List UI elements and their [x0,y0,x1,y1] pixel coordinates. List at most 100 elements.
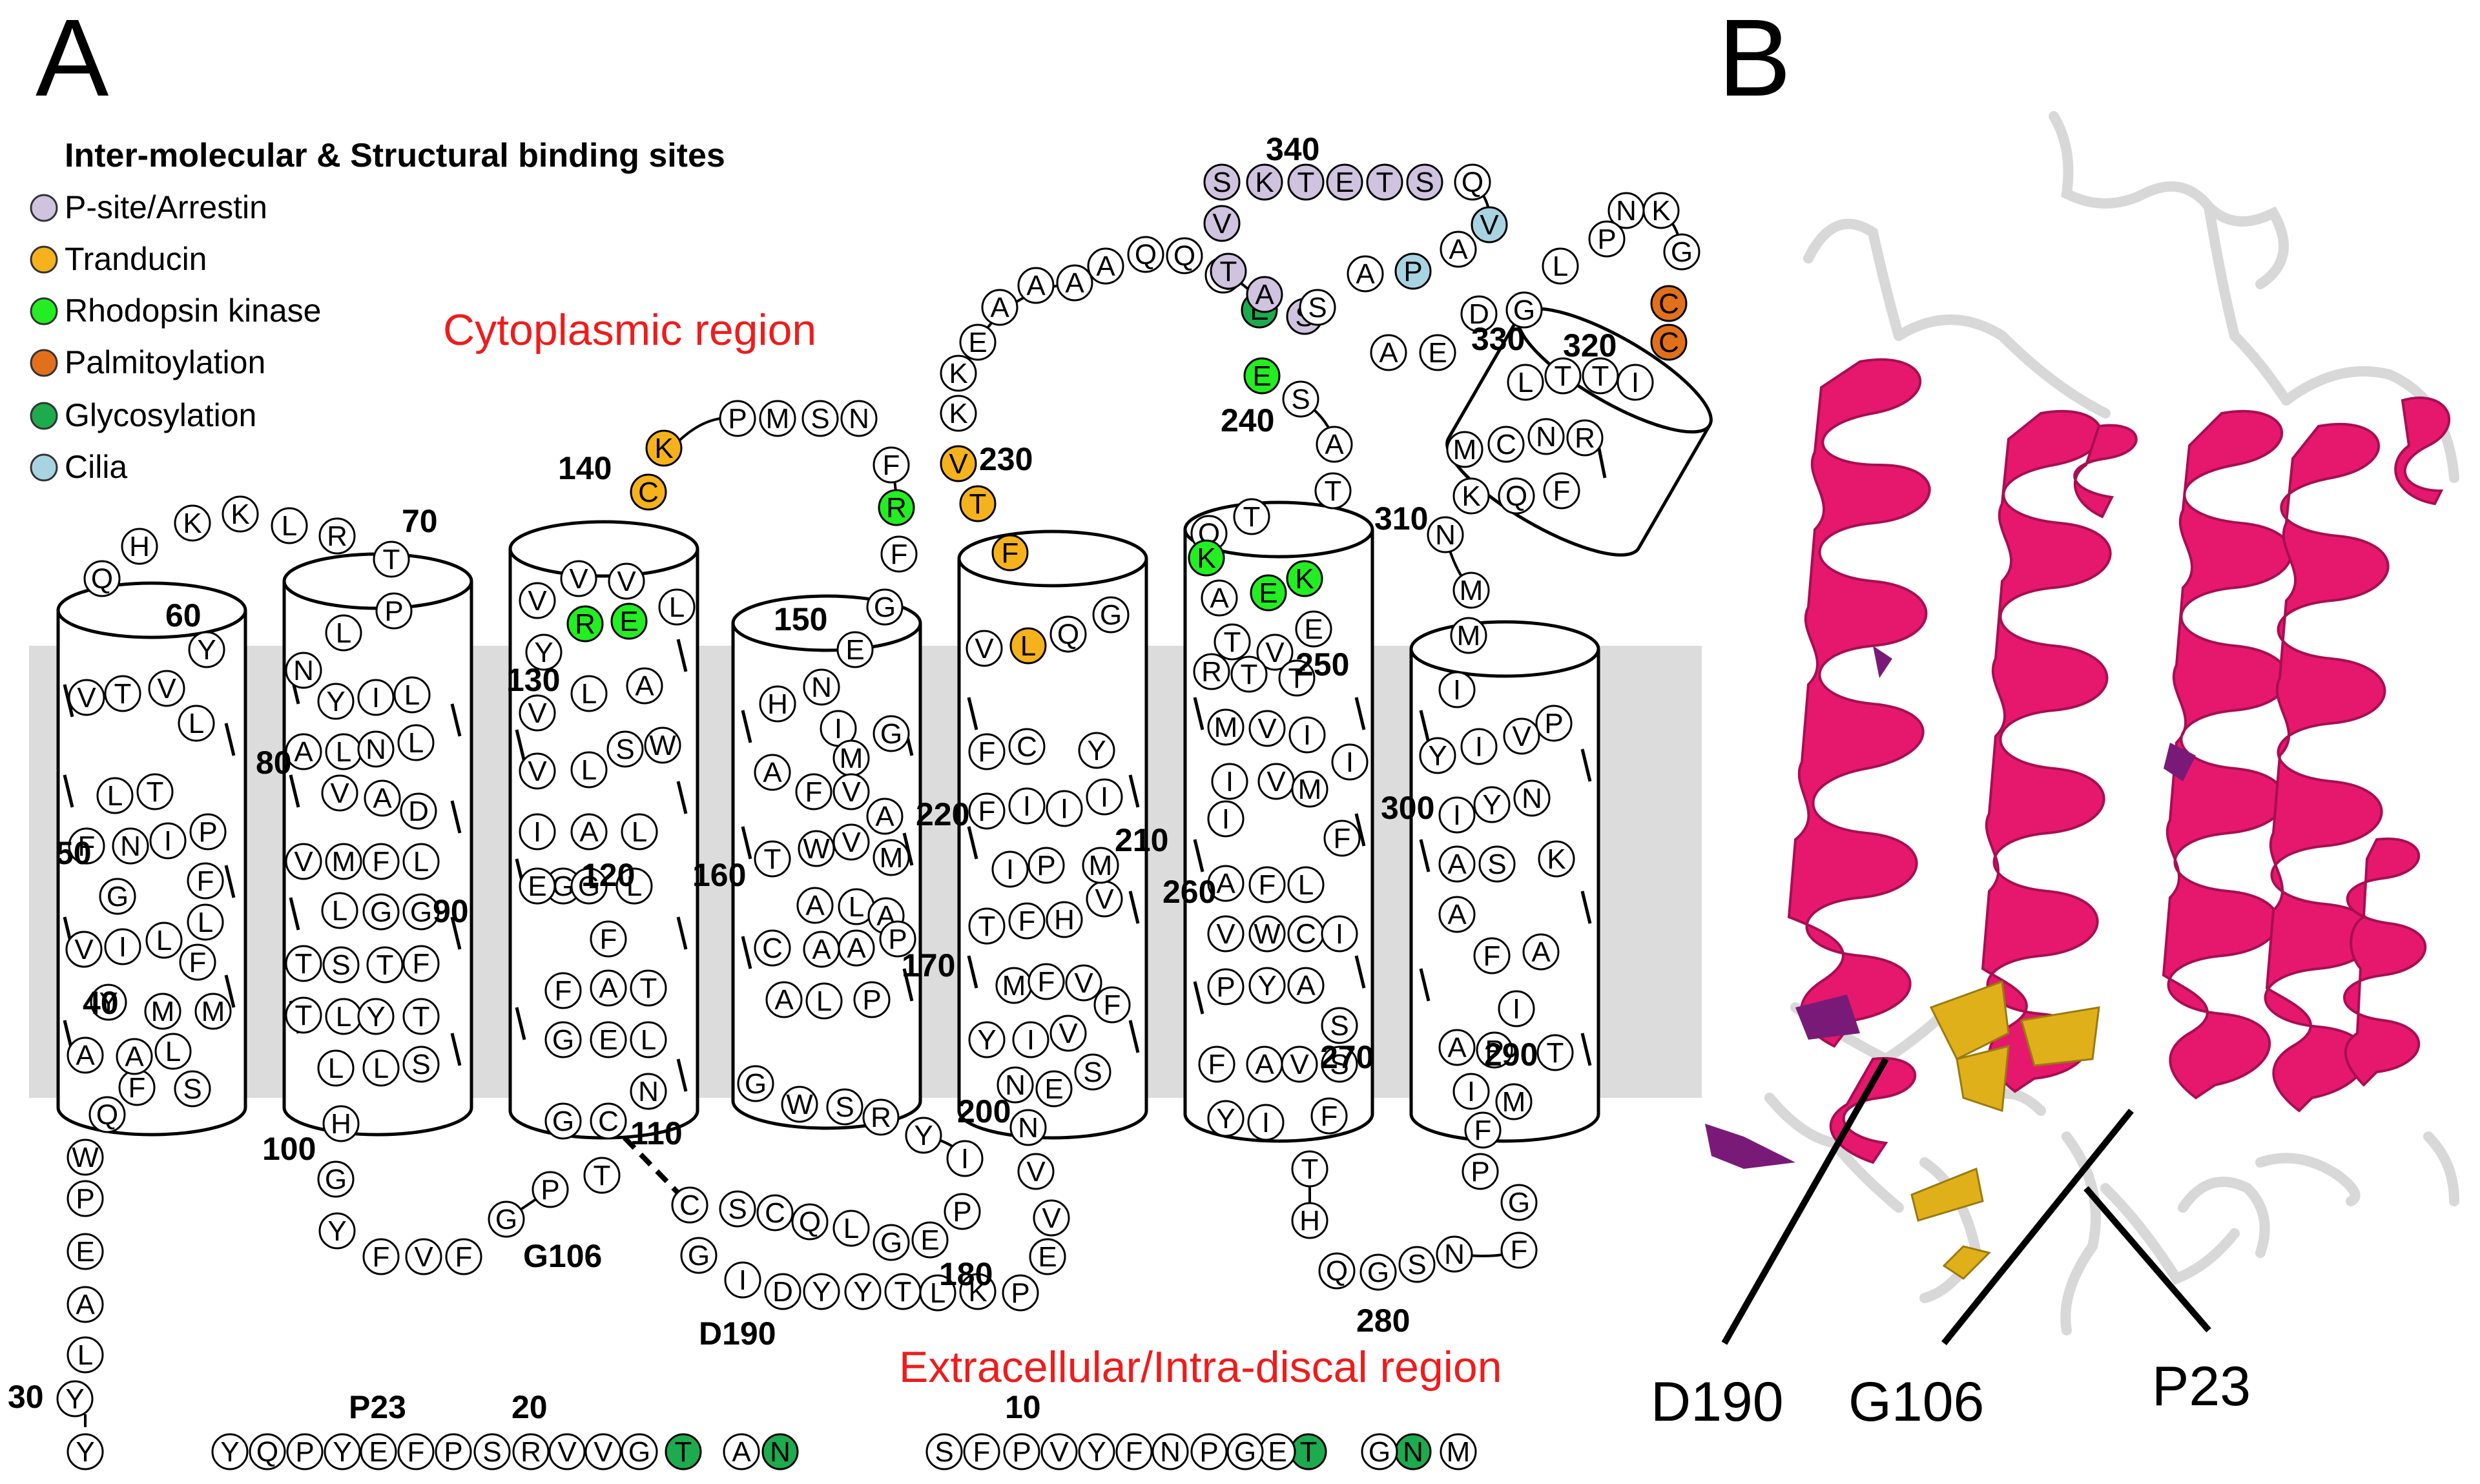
residue-number-labels: 10 20 30 40 50 60 70 80 90 100 110 120 1… [8,131,1617,1425]
residue: S [402,1046,440,1083]
residue-circle [83,560,121,597]
residue-circle [583,1157,621,1194]
residue-circle [981,289,1018,326]
residue-circle [879,920,916,958]
residue-letter: G [1367,1257,1389,1288]
residue-letter: T [1300,1436,1318,1468]
residue: S [606,730,644,768]
residue: G [488,1201,525,1238]
residue: T [1233,498,1270,535]
residue-circle [796,887,834,924]
residue-letter: V [617,566,636,597]
residue-circle [1214,623,1251,661]
residue-letter: T [978,911,996,942]
residue-circle [321,774,358,812]
residue-letter: A [373,783,392,814]
residue-letter: I [1631,367,1639,398]
residue: Q [83,560,121,597]
residue: V [1248,710,1286,747]
residue-letter: A [1447,849,1467,880]
residue-circle [1607,192,1645,229]
residue-letter: L [336,736,351,768]
residue: I [1288,716,1326,754]
residue: L [570,675,608,712]
residue: I [1321,915,1358,953]
residue-circle [285,733,322,770]
residue-letter: Y [366,1001,385,1033]
residue: P [853,981,891,1018]
residue-circle [968,792,1006,830]
residue: A [1370,334,1407,371]
residue-circle [866,588,904,626]
residue-letter: W [1254,918,1281,950]
residue: T [1291,1150,1328,1188]
residue-letter: Y [1216,1103,1235,1135]
residue: S [1321,1046,1358,1083]
residue-letter: R [575,608,595,640]
residue: L [630,1021,667,1058]
residue-letter: A [1449,234,1468,265]
residue-letter: A [1210,582,1229,614]
residue-letter: N [120,830,141,862]
residue: H [1291,1202,1328,1239]
residue-letter: N [1403,1436,1423,1468]
residue-letter: E [1259,577,1277,609]
residue: V [1281,1046,1318,1083]
residue-circle [1663,233,1700,271]
residue-letter: T [894,1276,912,1308]
residue-letter: V [1042,1202,1061,1234]
residue-letter: L [626,871,642,902]
residue-circle [968,1021,1006,1058]
residue-circle [532,1171,569,1208]
residue: Q [1127,236,1164,273]
residue: P [879,920,916,958]
marked-residue-label: P23 [349,1389,406,1425]
residue-letter: V [528,585,547,617]
residue: L [570,751,608,788]
residue-circle [364,779,401,817]
residue-letter: T [1592,360,1609,392]
residue: L [1287,866,1325,903]
residue-letter: S [615,734,634,765]
residue-letter: L [198,907,213,938]
residue-letter: C [1496,429,1516,460]
residue-letter: L [373,1053,389,1084]
residue: I [1247,1104,1285,1141]
residue-circle [116,1038,153,1075]
residue-letter: G [628,1436,650,1468]
residue-letter: G [370,896,392,928]
legend-label: P-site/Arrestin [65,189,267,225]
residue: K [174,504,211,542]
residue-circle [222,495,259,533]
residue-letter: T [1555,360,1572,392]
residue-circle [853,981,891,1018]
residue-circle [840,400,878,437]
residue-circle [968,907,1006,945]
residue-circle [144,993,181,1030]
residue: Q [1318,1252,1356,1290]
residue-circle [1281,1046,1318,1083]
residue-circle [838,929,875,967]
residue-circle [911,1221,949,1259]
residue-circle [966,630,1003,667]
residue-circle [590,1102,627,1140]
residue: V [1257,763,1295,800]
residue-circle [1087,247,1124,285]
residue-letter: S [728,1193,747,1225]
residue-circle [991,850,1029,888]
residue-letter: M [766,403,790,435]
residue-circle [1450,617,1487,654]
residue-letter: Y [1257,970,1276,1002]
residue-circle [844,1273,882,1310]
residue-letter: F [1208,1049,1226,1080]
legend-swatch [30,245,58,274]
residue-letter: A [76,1040,95,1071]
residue-circle [445,1238,482,1275]
residue: A [866,798,904,835]
residue-letter: G [1508,1187,1530,1219]
residue-letter: S [1083,1056,1102,1088]
residue: F [179,943,216,981]
residue-circle [1248,866,1286,903]
residue-circle [1198,1046,1235,1083]
residue-letter: L [332,895,347,927]
